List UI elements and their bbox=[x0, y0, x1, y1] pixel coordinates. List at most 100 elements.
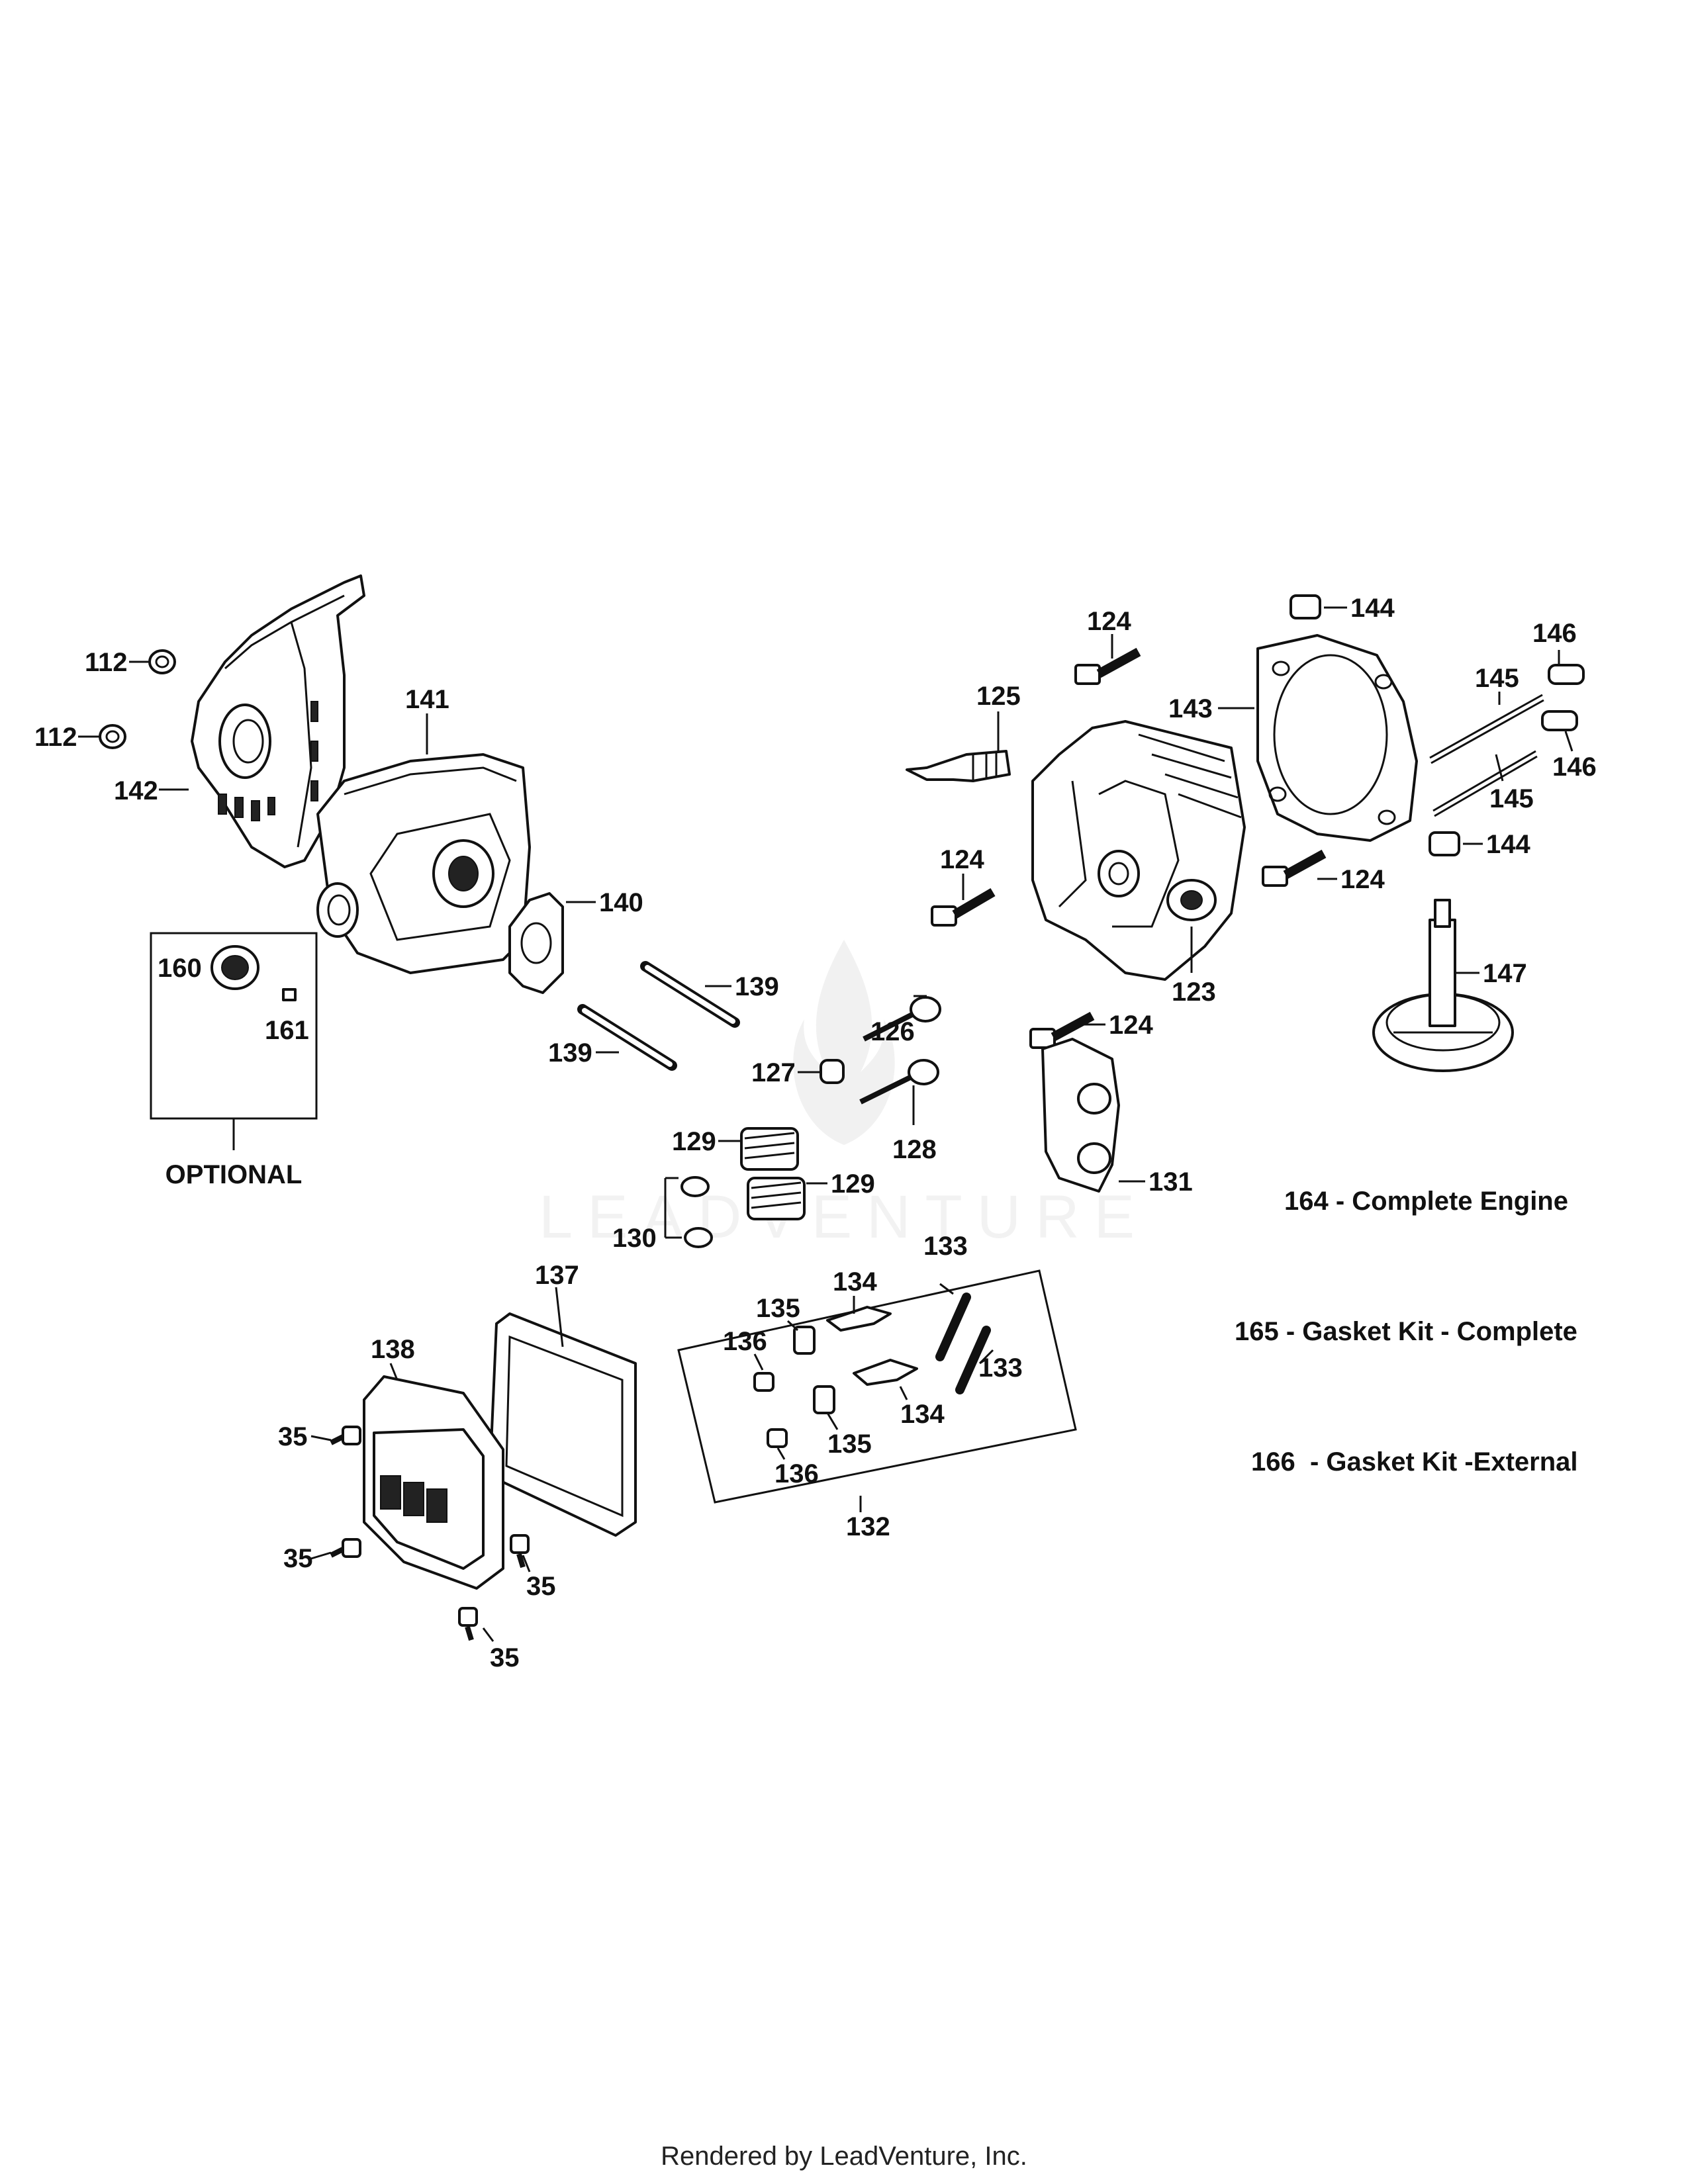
nut-112-upper bbox=[148, 649, 176, 674]
callout-130: 130 bbox=[612, 1224, 657, 1253]
stud-133-lower bbox=[955, 1326, 991, 1394]
dowel-144-upper bbox=[1289, 594, 1321, 619]
rocker-group-132 bbox=[677, 1269, 1077, 1504]
callout-124-left: 124 bbox=[940, 845, 984, 874]
nut-136-upper bbox=[753, 1372, 774, 1392]
bolt-124-right bbox=[1262, 849, 1327, 887]
spark-plug-125 bbox=[906, 750, 1011, 782]
stud-139-upper bbox=[640, 961, 740, 1028]
push-rod-145-upper bbox=[1429, 694, 1544, 764]
callout-112-lower: 112 bbox=[34, 723, 77, 752]
note-gasket-kit-complete: 165 - Gasket Kit - Complete bbox=[1235, 1317, 1577, 1346]
camshaft-147 bbox=[1372, 899, 1514, 1072]
cylinder-head-123 bbox=[1031, 720, 1246, 981]
callout-129-lower: 129 bbox=[831, 1169, 875, 1199]
callout-134-lower: 134 bbox=[900, 1400, 945, 1429]
watermark: LEADVENTURE bbox=[539, 940, 1149, 1251]
dowel-144-lower bbox=[1429, 831, 1460, 856]
callout-35-d: 35 bbox=[490, 1643, 520, 1672]
screw-35-d bbox=[458, 1607, 478, 1641]
optional-box: OPTIONAL bbox=[150, 932, 318, 1189]
nut-112-lower bbox=[99, 724, 126, 749]
valve-128 bbox=[859, 1059, 939, 1105]
callout-131: 131 bbox=[1149, 1167, 1193, 1197]
callout-135-upper: 135 bbox=[756, 1294, 800, 1323]
guide-146-upper bbox=[1548, 664, 1585, 685]
callout-127: 127 bbox=[751, 1058, 796, 1087]
valve-cover-138 bbox=[363, 1375, 504, 1590]
callout-160: 160 bbox=[158, 954, 202, 983]
callout-128: 128 bbox=[892, 1135, 937, 1164]
callout-144-upper: 144 bbox=[1350, 594, 1395, 623]
callout-133-lower: 133 bbox=[978, 1353, 1023, 1383]
bolt-124-top bbox=[1074, 647, 1141, 685]
callout-35-a: 35 bbox=[278, 1422, 308, 1451]
callout-143: 143 bbox=[1168, 694, 1213, 723]
muffler-141 bbox=[316, 753, 531, 974]
callout-139-upper: 139 bbox=[735, 972, 779, 1001]
footer-credit: Rendered by LeadVenture, Inc. bbox=[661, 2142, 1027, 2171]
kit-notes: 164 - Complete Engine 165 - Gasket Kit -… bbox=[1235, 1187, 1578, 1477]
screw-35-c bbox=[510, 1534, 530, 1569]
washer-130-upper bbox=[680, 1176, 710, 1197]
note-gasket-kit-external: 166 - Gasket Kit -External bbox=[1251, 1447, 1578, 1477]
spring-129-lower bbox=[747, 1177, 806, 1220]
callout-124-top: 124 bbox=[1087, 607, 1131, 636]
push-rod-145-lower bbox=[1432, 750, 1538, 817]
callout-137: 137 bbox=[535, 1261, 579, 1290]
watermark-text: LEADVENTURE bbox=[539, 1183, 1149, 1251]
callout-146-upper: 146 bbox=[1532, 619, 1577, 648]
callout-146-lower: 146 bbox=[1552, 752, 1597, 782]
screw-35-b bbox=[330, 1538, 361, 1558]
pivot-135-upper bbox=[793, 1326, 816, 1355]
callout-labels: 112 112 142 141 140 160 161 139 139 125 … bbox=[34, 594, 1597, 1672]
seal-127 bbox=[820, 1059, 845, 1084]
callout-35-c: 35 bbox=[526, 1572, 556, 1601]
callout-147: 147 bbox=[1483, 959, 1527, 988]
valve-cover-gasket-137 bbox=[489, 1312, 637, 1537]
callout-134-upper: 134 bbox=[833, 1267, 877, 1297]
watermark-flame-icon bbox=[793, 940, 895, 1145]
rocker-arm-134-upper bbox=[826, 1306, 892, 1332]
callout-126: 126 bbox=[870, 1017, 915, 1046]
stud-139-lower bbox=[577, 1004, 677, 1071]
callout-129-upper: 129 bbox=[672, 1127, 716, 1156]
rocker-arm-134-lower bbox=[853, 1359, 918, 1386]
callout-132: 132 bbox=[846, 1512, 890, 1541]
nut-136-lower bbox=[767, 1428, 788, 1448]
callout-142: 142 bbox=[114, 776, 158, 805]
callout-144-lower: 144 bbox=[1486, 830, 1530, 859]
callout-123: 123 bbox=[1172, 978, 1216, 1007]
leader-lines bbox=[78, 606, 1573, 1642]
valve-126 bbox=[863, 996, 941, 1042]
callout-136-upper: 136 bbox=[723, 1327, 767, 1356]
spring-129-upper bbox=[740, 1127, 799, 1171]
guide-146-lower bbox=[1541, 710, 1578, 731]
callout-124-right: 124 bbox=[1340, 865, 1385, 894]
callout-133-upper: 133 bbox=[923, 1232, 968, 1261]
optional-label: OPTIONAL bbox=[165, 1160, 303, 1189]
callout-145-upper: 145 bbox=[1475, 664, 1519, 693]
callout-112-upper: 112 bbox=[85, 648, 128, 677]
callout-136-lower: 136 bbox=[774, 1459, 819, 1488]
callout-161: 161 bbox=[265, 1016, 309, 1045]
heat-shield-142 bbox=[191, 574, 365, 868]
callout-135-lower: 135 bbox=[827, 1430, 872, 1459]
callout-145-lower: 145 bbox=[1489, 784, 1534, 813]
callout-138: 138 bbox=[371, 1335, 415, 1364]
plate-131 bbox=[1041, 1038, 1120, 1193]
callout-140: 140 bbox=[599, 888, 643, 917]
callout-139-lower: 139 bbox=[548, 1038, 592, 1068]
stud-133-upper bbox=[935, 1293, 971, 1361]
screw-35-a bbox=[330, 1426, 361, 1445]
head-gasket-143 bbox=[1256, 634, 1418, 842]
callout-125: 125 bbox=[976, 682, 1021, 711]
pivot-135-lower bbox=[813, 1385, 835, 1414]
callout-35-b: 35 bbox=[283, 1544, 313, 1573]
gasket-140 bbox=[508, 892, 564, 994]
callout-141: 141 bbox=[405, 685, 449, 714]
callout-124-bottom: 124 bbox=[1109, 1011, 1153, 1040]
washer-130-lower bbox=[684, 1227, 713, 1248]
bolt-124-left bbox=[931, 887, 996, 927]
